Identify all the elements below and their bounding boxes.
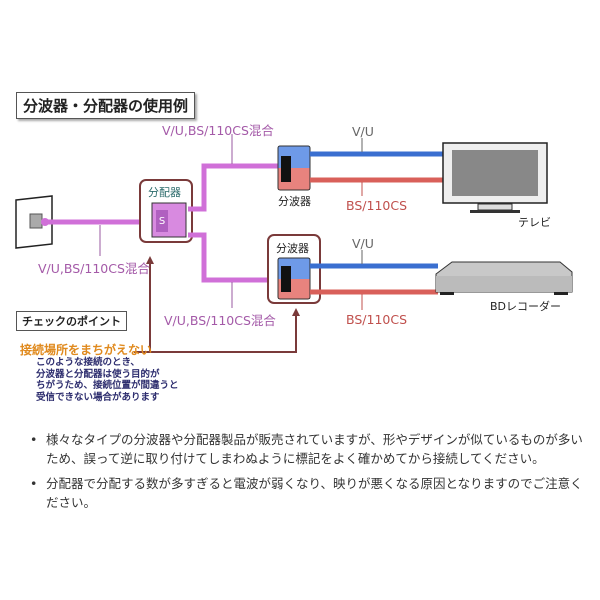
mixed-cable-bottom [188, 232, 276, 283]
tv-icon [442, 142, 548, 213]
check-warning: 接続場所をまちがえない [20, 343, 153, 357]
check-note-line: ちがうため、接続位置が間違うと [36, 380, 179, 391]
label-vu-top: V/U [352, 124, 374, 139]
label-splitter-top: 分波器 [278, 195, 311, 208]
svg-text:S: S [159, 216, 165, 227]
check-note-line: 受信できない場合があります [36, 391, 160, 403]
check-note-line: このような接続のとき、 [36, 357, 140, 368]
splitter-top [277, 145, 311, 191]
label-mixed-bottom: V/U,BS/110CS混合 [164, 313, 276, 328]
list-item-text: 様々なタイプの分波器や分配器製品が販売されていますが、形やデザインが似ているもの… [46, 432, 583, 466]
check-point-heading: チェックのポイント [16, 311, 127, 331]
list-item: • 分配器で分配する数が多すぎると電波が弱くなり、映りが悪くなる原因となりますの… [28, 474, 588, 512]
label-distributor: 分配器 [148, 186, 181, 199]
label-bs-bottom: BS/110CS [346, 312, 408, 327]
check-note-line: 分波器と分配器は使う目的が [36, 368, 160, 380]
label-tv: テレビ [518, 216, 551, 229]
label-recorder: BDレコーダー [490, 300, 562, 313]
notes-list: • 様々なタイプの分波器や分配器製品が販売されていますが、形やデザインが似ている… [28, 430, 588, 518]
label-mixed-left: V/U,BS/110CS混合 [38, 261, 150, 276]
splitter-bottom [277, 257, 311, 300]
list-item-text: 分配器で分配する数が多すぎると電波が弱くなり、映りが悪くなる原因となりますのでご… [46, 476, 583, 510]
page-title: 分波器・分配器の使用例 [16, 92, 196, 119]
label-mixed-top: V/U,BS/110CS混合 [162, 123, 274, 138]
bd-recorder-icon [435, 261, 573, 295]
mixed-cable-top [188, 163, 278, 212]
wall-antenna-outlet [15, 195, 53, 249]
label-bs-top: BS/110CS [346, 198, 408, 213]
label-vu-bottom: V/U [352, 236, 374, 251]
label-splitter-bottom: 分波器 [276, 242, 309, 255]
warning-arrow-splitter [150, 314, 297, 353]
check-note: このような接続のとき、 分波器と分配器は使う目的が ちがうため、接続位置が間違う… [36, 357, 179, 403]
bullet-icon: • [30, 476, 38, 491]
bullet-icon: • [30, 432, 38, 447]
list-item: • 様々なタイプの分波器や分配器製品が販売されていますが、形やデザインが似ている… [28, 430, 588, 468]
